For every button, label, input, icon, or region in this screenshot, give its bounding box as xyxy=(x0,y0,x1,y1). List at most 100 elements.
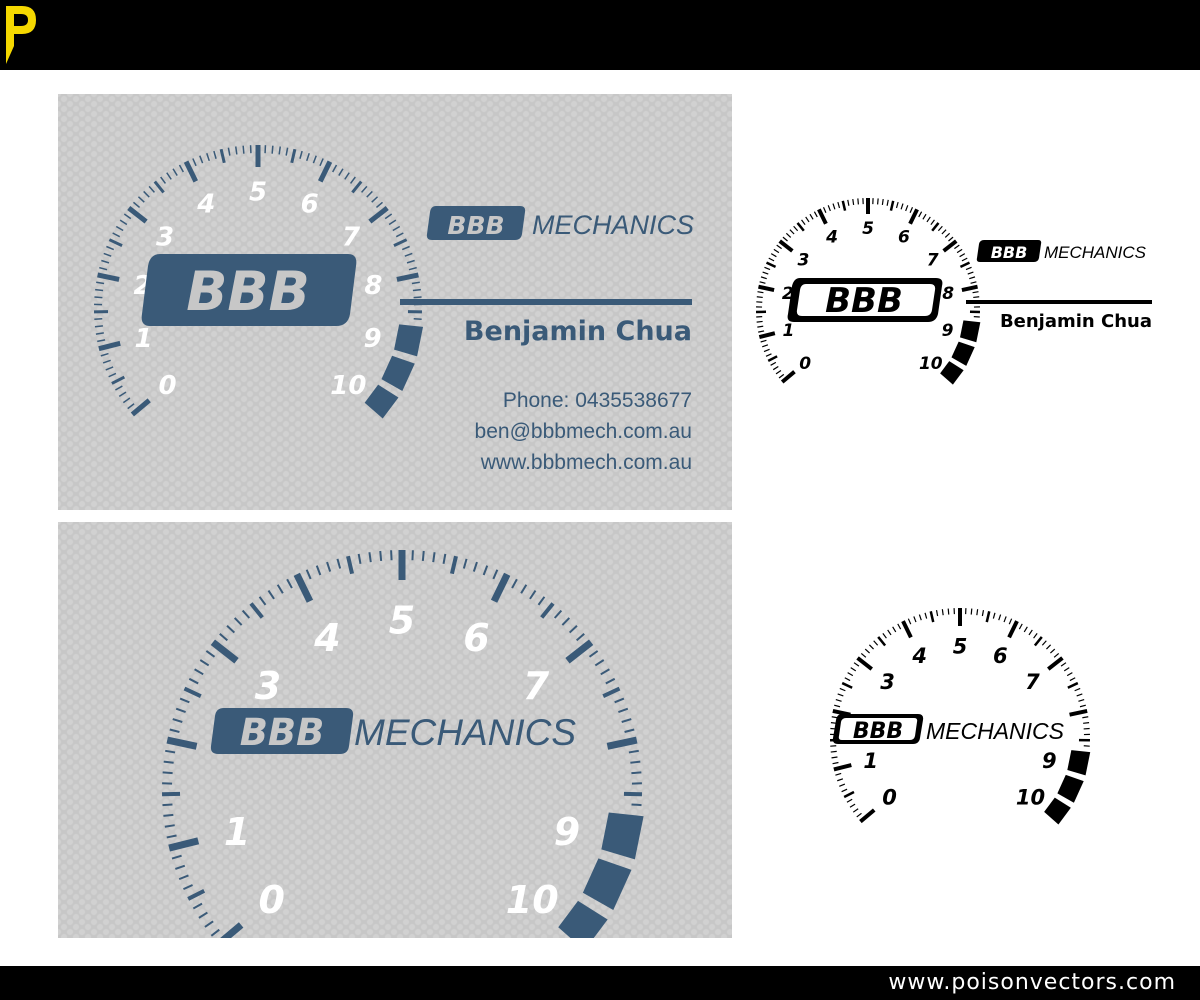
mono-company-logo: BBB MECHANICS xyxy=(976,240,1147,262)
gauge-tick xyxy=(442,553,447,564)
gauge-tick xyxy=(106,245,115,251)
gauge-tick xyxy=(631,771,642,775)
gauge-tick xyxy=(992,612,996,619)
gauge-label-8: 8 xyxy=(364,271,382,301)
gauge-tick xyxy=(918,614,922,621)
gauge-label-4: 4 xyxy=(313,616,340,660)
gauge-tick xyxy=(199,659,210,667)
gauge-tick xyxy=(1060,662,1067,667)
gauge-tick xyxy=(853,662,860,667)
gauge-tick xyxy=(857,198,859,205)
gauge-tick xyxy=(757,291,764,294)
gauge-tick xyxy=(162,771,173,775)
gauge-tick xyxy=(1066,672,1073,677)
gauge-tick xyxy=(973,296,980,299)
gauge-label-9: 9 xyxy=(363,324,381,354)
gauge-tick xyxy=(809,213,814,220)
gauge-tick xyxy=(349,176,356,184)
gauge-tick xyxy=(881,198,884,206)
gauge-label-4: 4 xyxy=(825,227,838,247)
gauge-tick xyxy=(368,206,389,224)
gauge-tick xyxy=(123,213,132,220)
company-logo: BBB MECHANICS xyxy=(426,206,694,240)
gauge-tick xyxy=(841,681,853,689)
gauge-tick xyxy=(192,902,203,910)
gauge-tick xyxy=(188,677,199,685)
company-logo-large-bbb: BBB xyxy=(240,711,325,754)
gauge-label-0: 0 xyxy=(882,786,897,810)
gauge-tick xyxy=(379,550,383,562)
gauge-tick xyxy=(242,145,245,154)
gauge-tick xyxy=(271,145,274,154)
gauge-tick xyxy=(102,359,111,364)
gauge-tick xyxy=(594,659,605,667)
gauge-tick xyxy=(765,261,777,269)
gauge-tick xyxy=(361,185,368,193)
gauge-tick xyxy=(767,355,778,362)
gauge-tick xyxy=(94,325,103,328)
gauge-tick xyxy=(780,370,796,384)
gauge-tick xyxy=(839,783,846,787)
gauge-tick xyxy=(970,281,977,284)
gauge-tick xyxy=(511,578,518,589)
gauge-redline-segment xyxy=(951,341,975,366)
bbb-logo-badge: BBB xyxy=(141,254,357,326)
mono-bbb-logo-badge: BBB xyxy=(787,278,943,322)
gauge-tick xyxy=(404,252,413,257)
gauge-tick xyxy=(805,216,810,223)
gauge-tick xyxy=(868,644,874,650)
gauge-tick xyxy=(782,236,788,242)
gauge-label-4: 4 xyxy=(911,644,927,668)
gauge-tick xyxy=(1049,648,1056,654)
gauge-tick xyxy=(166,172,172,180)
gauge-tick xyxy=(490,572,511,603)
gauge-tick xyxy=(935,610,939,617)
gauge-tick xyxy=(163,760,174,764)
gauge-tick xyxy=(941,609,944,616)
gauge-tick xyxy=(1008,618,1013,625)
gauge-tick xyxy=(299,150,303,159)
gauge-tick xyxy=(178,164,184,173)
gauge-tick xyxy=(122,397,131,404)
gauge-tick xyxy=(98,340,121,352)
gauge-tick xyxy=(931,222,940,232)
gauge-tick xyxy=(183,160,198,183)
gauge-tick xyxy=(618,707,629,714)
gauge-tick xyxy=(892,626,897,633)
gauge-tick xyxy=(959,253,966,258)
gauge-label-1: 1 xyxy=(134,324,152,354)
gauge-tick xyxy=(841,200,847,211)
gauge-tick xyxy=(204,920,214,928)
gauge-tick xyxy=(115,385,123,391)
gauge-redline-segment xyxy=(1057,774,1084,803)
gauge-tick xyxy=(395,232,404,238)
gauge-tick xyxy=(841,788,848,793)
gauge-tick xyxy=(366,190,373,198)
gauge-tick xyxy=(793,225,799,232)
gauge-label-6: 6 xyxy=(301,189,319,219)
gauge-tick xyxy=(929,611,935,623)
gauge-label-4: 4 xyxy=(196,189,215,219)
gauge-tick xyxy=(1007,620,1019,639)
gauge-tick xyxy=(432,552,436,563)
gauge-tick xyxy=(833,763,852,772)
gauge-tick xyxy=(565,639,594,664)
mono-company-name: MECHANICS xyxy=(1044,243,1147,262)
gauge-tick xyxy=(462,558,468,569)
gauge-tick xyxy=(168,837,200,852)
gauge-tick xyxy=(319,158,324,167)
gauge-tick xyxy=(760,339,767,343)
gauge-tick xyxy=(111,375,126,385)
gauge-redline-segment xyxy=(582,858,632,911)
gauge-tick xyxy=(972,291,979,294)
gauge-label-7: 7 xyxy=(927,251,939,271)
gauge-tick xyxy=(183,884,193,891)
gauge-tick xyxy=(998,614,1002,621)
gauge-tick xyxy=(778,373,785,379)
gauge-tick xyxy=(864,648,871,654)
gauge-tick xyxy=(961,284,978,292)
gauge-label-6: 6 xyxy=(898,227,910,247)
gauge-tick xyxy=(1041,640,1047,646)
gauge-tick xyxy=(1047,656,1064,671)
